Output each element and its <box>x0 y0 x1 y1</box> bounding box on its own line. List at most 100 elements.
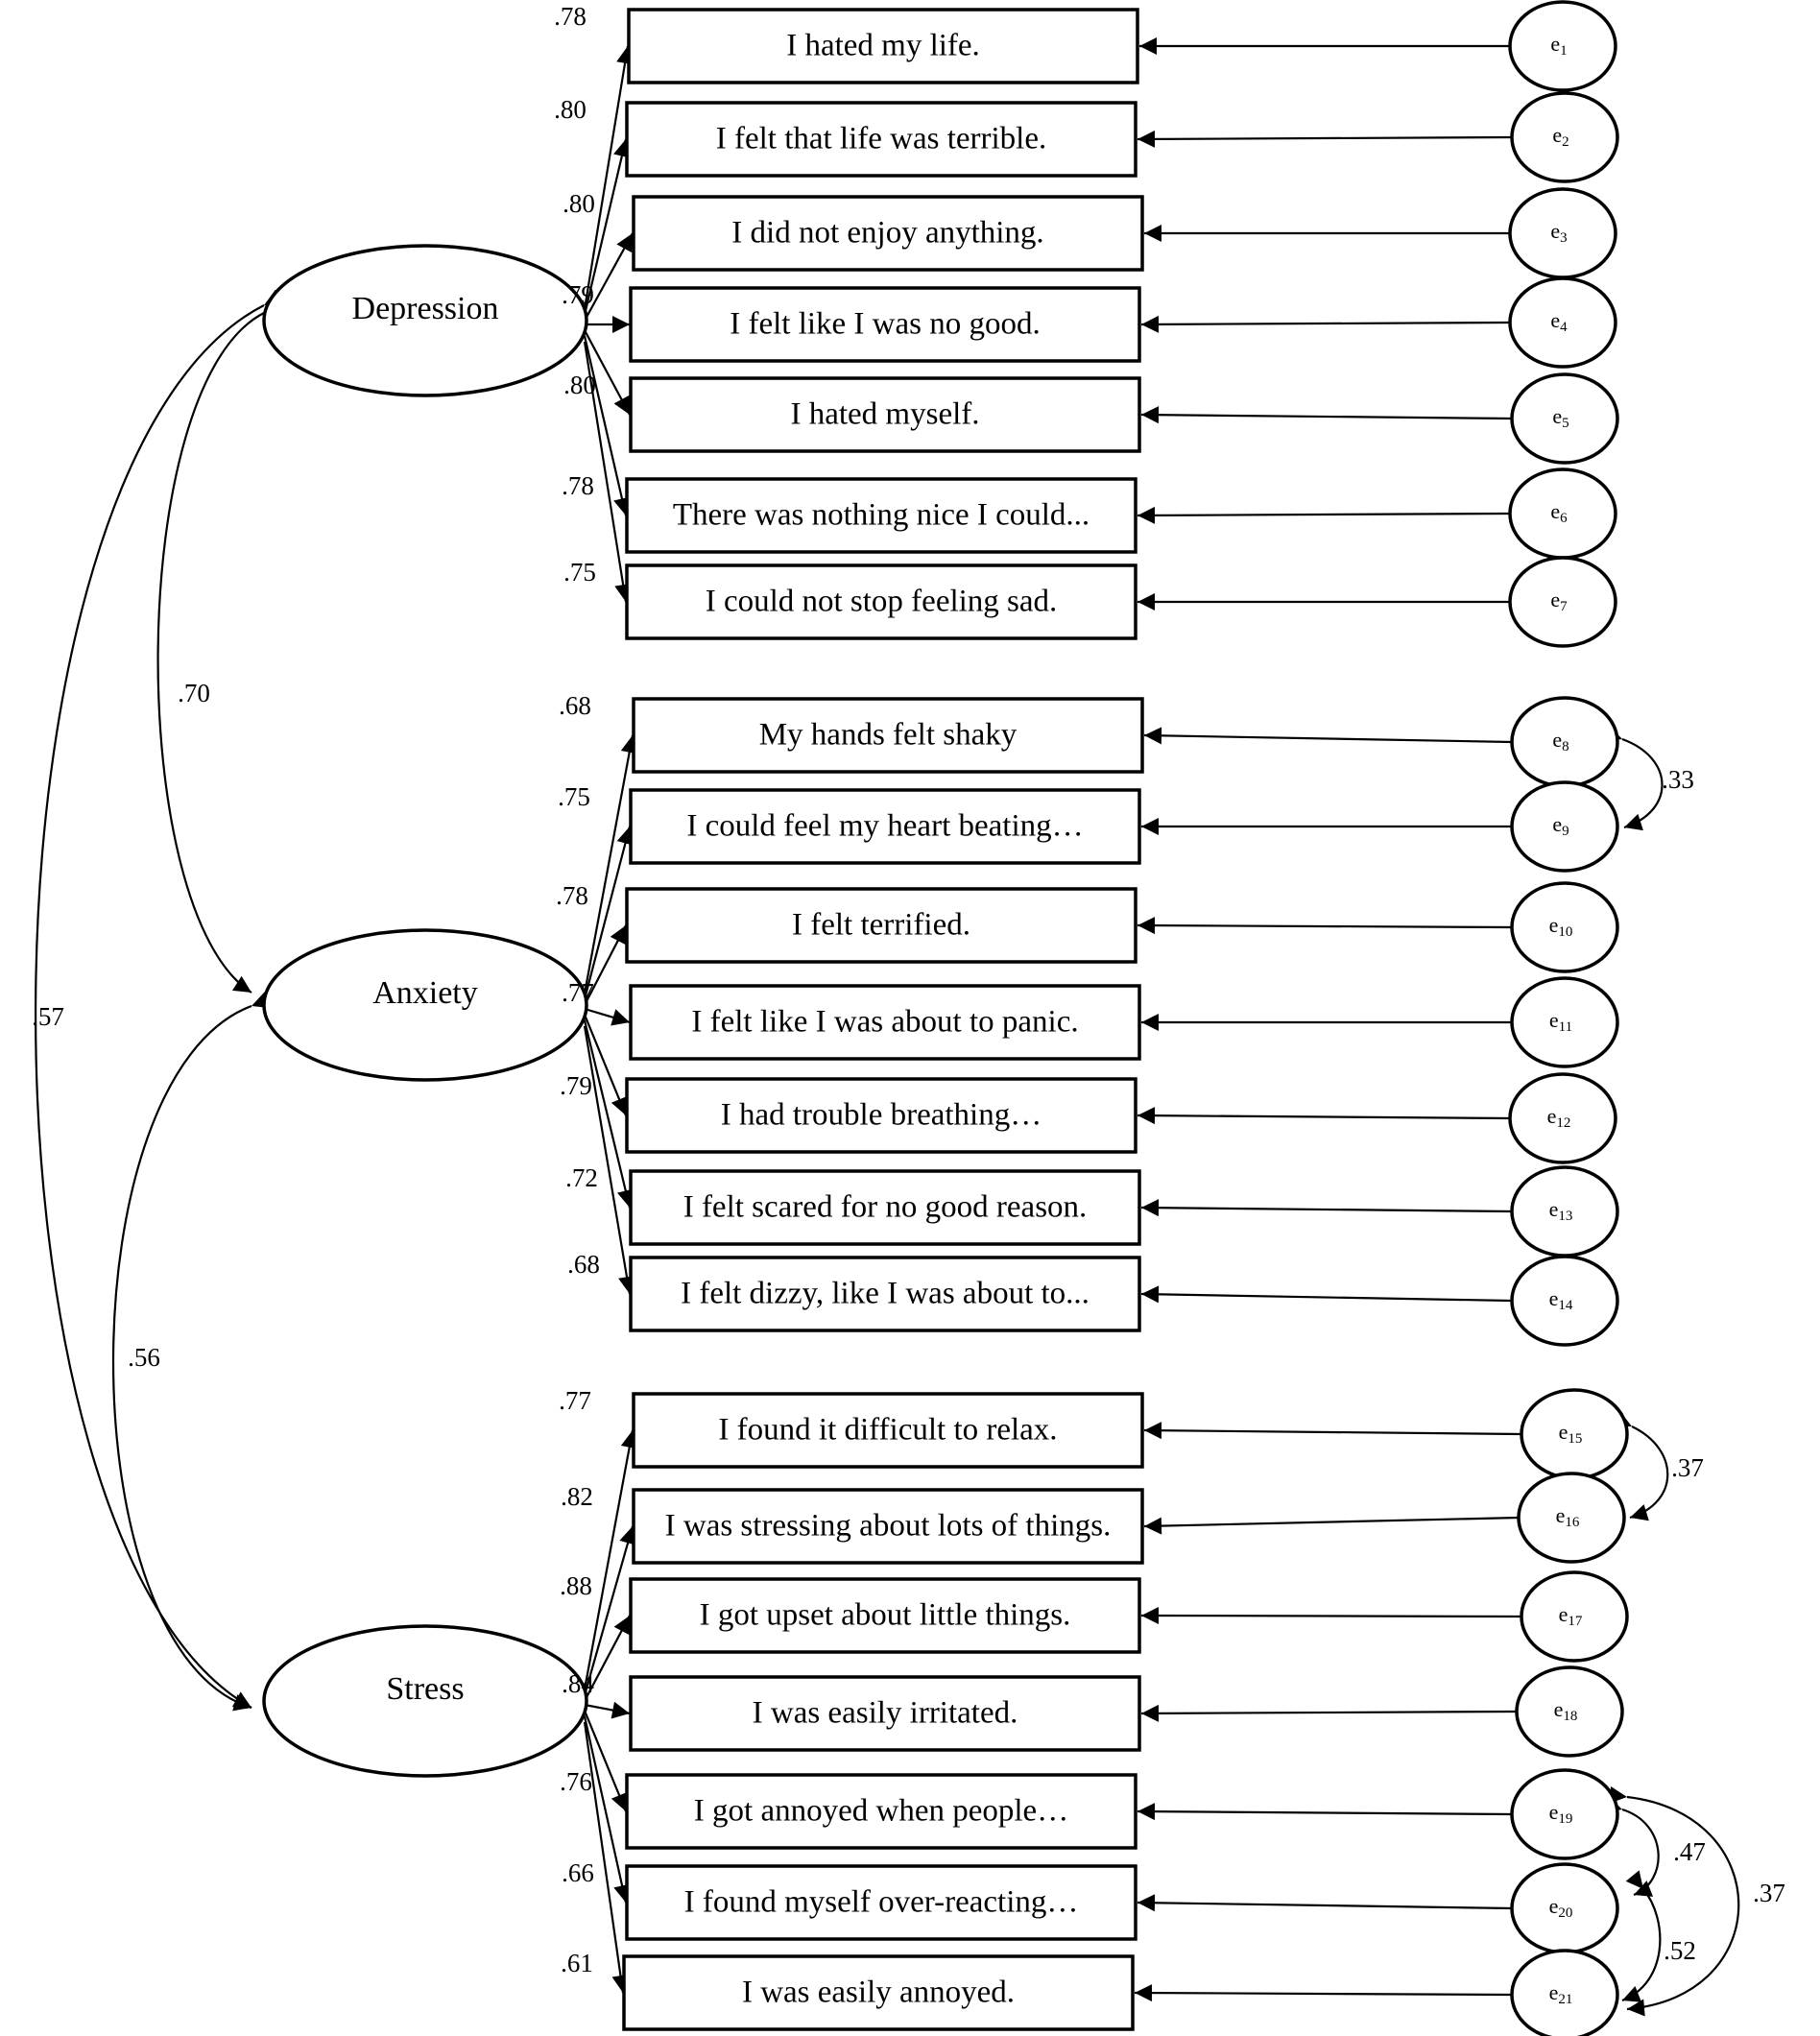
error-11-ellipse <box>1510 976 1619 1068</box>
item-18-label: I was easily irritated. <box>753 1696 1018 1731</box>
error-3-subscript: 3 <box>1560 230 1568 246</box>
error-4-subscript: 4 <box>1560 320 1568 335</box>
item-13-label: I felt scared for no good reason. <box>683 1190 1088 1225</box>
error-6-subscript: 6 <box>1560 511 1568 526</box>
item-4-label: I felt like I was no good. <box>730 307 1041 342</box>
loading-value-16: .82 <box>561 1482 593 1511</box>
loading-value-18: .84 <box>562 1669 594 1698</box>
loading-arrow-18 <box>584 1701 631 1719</box>
loading-value-10: .78 <box>556 881 588 910</box>
error-covariance-8-9-value: .33 <box>1662 765 1694 794</box>
loading-arrow-19 <box>583 1710 628 1812</box>
item-2-label: I felt that life was terrible. <box>716 122 1047 156</box>
item-6-label: There was nothing nice I could... <box>673 498 1090 533</box>
item-10-box <box>625 887 1138 964</box>
error-arrow-2 <box>1137 130 1513 148</box>
error-9-subscript: 9 <box>1562 824 1569 839</box>
error-arrow-10 <box>1137 917 1513 935</box>
item-12-label: I had trouble breathing… <box>721 1098 1042 1133</box>
loading-value-3: .80 <box>563 189 595 218</box>
loading-value-11: .77 <box>562 978 594 1007</box>
factor-stress-ellipse <box>262 1624 588 1778</box>
item-14-box <box>629 1256 1141 1332</box>
loading-arrow-13 <box>583 1019 635 1209</box>
item-8-label: My hands felt shaky <box>759 718 1018 753</box>
loading-value-4: .79 <box>562 280 594 309</box>
error-covariance-15-16-curve <box>1612 1411 1669 1521</box>
item-9-box <box>629 788 1141 865</box>
error-21-subscript: 21 <box>1558 1992 1572 2007</box>
error-18-subscript: 18 <box>1563 1709 1577 1724</box>
error-covariance-19-21-value: .37 <box>1753 1879 1785 1907</box>
item-20-box <box>625 1864 1138 1941</box>
item-17-box <box>629 1577 1141 1654</box>
item-3-label: I did not enjoy anything. <box>731 216 1043 251</box>
error-14-ellipse <box>1510 1255 1619 1347</box>
item-8-box <box>632 697 1144 774</box>
error-covariance-15-16-value: .37 <box>1671 1453 1704 1482</box>
item-17-label: I got upset about little things. <box>700 1598 1071 1633</box>
loading-arrow-14 <box>583 1025 635 1295</box>
error-covariance-8-9-curve <box>1603 725 1664 831</box>
item-21-box <box>622 1954 1135 2031</box>
item-4-box <box>629 286 1141 363</box>
item-7-box <box>625 563 1138 640</box>
error-10-ellipse <box>1510 881 1619 973</box>
error-covariance-19-20-curve <box>1603 1796 1660 1897</box>
loading-arrow-16 <box>583 1525 636 1696</box>
factor-depression-ellipse <box>262 244 588 397</box>
error-arrow-21 <box>1134 1984 1513 2002</box>
loading-arrow-6 <box>583 335 631 516</box>
paths-layer <box>35 37 1740 2017</box>
loading-arrow-10 <box>584 924 627 1006</box>
loading-value-13: .72 <box>565 1163 598 1192</box>
item-18-box <box>629 1675 1141 1752</box>
loading-arrow-8 <box>583 734 638 994</box>
error-arrow-16 <box>1143 1516 1520 1535</box>
error-14-subscript: 14 <box>1558 1298 1573 1313</box>
item-5-box <box>629 376 1141 453</box>
loading-arrow-1 <box>583 45 634 310</box>
error-7-ellipse <box>1508 556 1617 648</box>
loading-arrow-20 <box>583 1715 631 1904</box>
correlation-anxiety-stress-curve <box>111 992 272 1712</box>
loading-arrow-15 <box>583 1429 638 1690</box>
factor-stress-label: Stress <box>386 1671 464 1707</box>
item-11-box <box>629 984 1141 1061</box>
item-15-label: I found it difficult to relax. <box>718 1413 1057 1448</box>
error-20-subscript: 20 <box>1558 1905 1572 1921</box>
error-17-ellipse <box>1520 1570 1629 1663</box>
correlation-depression-stress-value: .57 <box>32 1002 64 1031</box>
error-arrow-20 <box>1137 1894 1513 1912</box>
item-9-label: I could feel my heart beating… <box>686 809 1083 844</box>
item-13-box <box>629 1169 1141 1246</box>
loading-value-20: .66 <box>562 1858 594 1887</box>
loading-arrow-11 <box>584 1007 631 1026</box>
error-arrow-4 <box>1140 315 1511 333</box>
item-21-label: I was easily annoyed. <box>742 1976 1015 2010</box>
loading-value-2: .80 <box>554 95 587 124</box>
error-17-subscript: 17 <box>1568 1614 1583 1629</box>
error-8-subscript: 8 <box>1562 739 1569 755</box>
correlation-depression-anxiety-curve <box>156 297 284 994</box>
error-1-ellipse <box>1508 0 1617 92</box>
item-7-label: I could not stop feeling sad. <box>706 585 1058 619</box>
error-16-subscript: 16 <box>1565 1515 1580 1530</box>
error-7-subscript: 7 <box>1560 599 1568 614</box>
item-2-box <box>625 101 1138 178</box>
error-arrow-14 <box>1140 1285 1513 1304</box>
shapes-layer <box>262 0 1629 2036</box>
loading-value-9: .75 <box>558 782 590 811</box>
loading-value-6: .78 <box>562 471 594 500</box>
loading-value-7: .75 <box>563 558 596 587</box>
loading-value-5: .80 <box>563 371 596 399</box>
error-arrow-8 <box>1143 727 1513 745</box>
error-arrow-6 <box>1137 506 1511 524</box>
error-5-ellipse <box>1510 372 1619 465</box>
error-arrow-5 <box>1140 406 1513 424</box>
error-arrow-17 <box>1140 1607 1522 1625</box>
factor-anxiety-label: Anxiety <box>372 975 478 1011</box>
error-1-subscript: 1 <box>1560 43 1568 59</box>
error-15-subscript: 15 <box>1568 1431 1582 1447</box>
item-10-label: I felt terrified. <box>792 908 970 943</box>
